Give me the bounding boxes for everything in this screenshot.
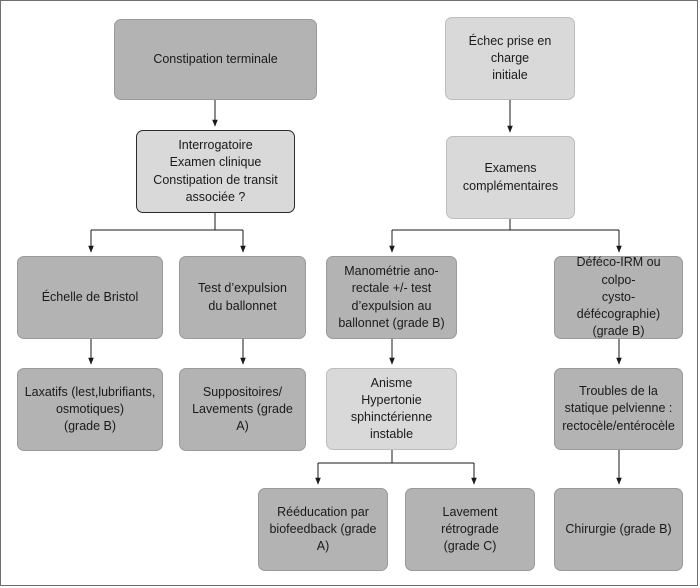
node-chirurgie: Chirurgie (grade B) [554, 488, 683, 571]
node-laxatifs: Laxatifs (lest,lubrifiants, osmotiques) … [17, 368, 163, 451]
node-manometrie: Manométrie ano- rectale +/- test d’expul… [326, 256, 457, 339]
node-reeducation: Rééducation par biofeedback (grade A) [258, 488, 388, 571]
split-anisme [318, 450, 474, 464]
node-interrogatoire: Interrogatoire Examen clinique Constipat… [136, 130, 295, 213]
node-defeco-irm: Déféco-IRM ou colpo- cysto-défécographie… [554, 255, 683, 339]
node-lavement-retrograde: Lavement rétrograde (grade C) [405, 488, 535, 571]
node-echelle-bristol: Échelle de Bristol [17, 256, 163, 339]
node-troubles-statique: Troubles de la statique pelvienne : rect… [554, 368, 683, 450]
split-examens [392, 219, 619, 231]
node-test-expulsion: Test d’expulsion du ballonnet [179, 256, 306, 339]
split-interrogatoire [91, 213, 243, 231]
node-suppositoires: Suppositoires/ Lavements (grade A) [179, 368, 306, 451]
node-anisme: Anisme Hypertonie sphinctérienne instabl… [326, 368, 457, 450]
node-examens-complementaires: Examens complémentaires [446, 136, 575, 219]
node-echec-prise-en-charge: Échec prise en charge initiale [445, 17, 575, 100]
node-constipation-terminale: Constipation terminale [114, 19, 317, 100]
